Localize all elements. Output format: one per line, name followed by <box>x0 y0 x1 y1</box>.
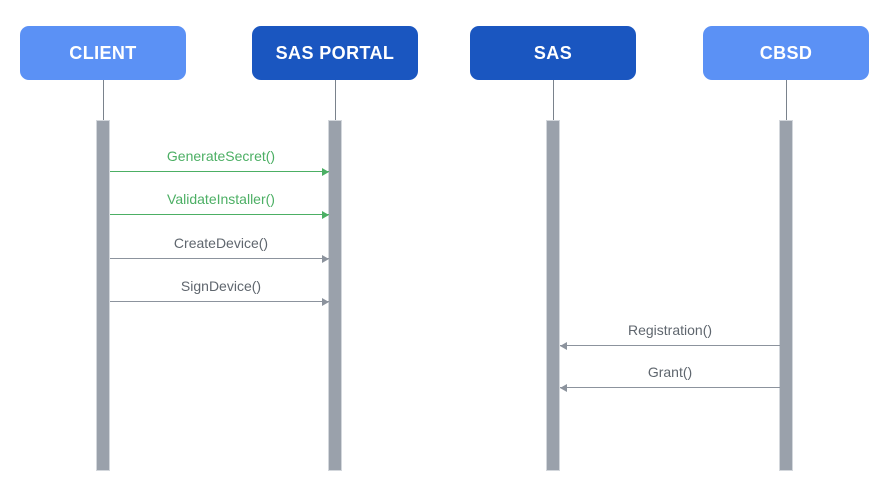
message-label-grant: Grant() <box>647 364 693 380</box>
message-label-validate-installer: ValidateInstaller() <box>167 191 275 207</box>
lifeline-client <box>103 80 104 120</box>
message-arrowhead-sign-device <box>322 297 329 306</box>
message-line-create-device <box>110 258 329 259</box>
activation-bar-sas-portal <box>328 120 342 471</box>
message-line-registration <box>560 345 780 346</box>
actor-box-sas-portal[interactable]: SAS PORTAL <box>252 26 418 80</box>
actor-box-sas[interactable]: SAS <box>470 26 636 80</box>
message-arrowhead-create-device <box>322 254 329 263</box>
lifeline-cbsd <box>786 80 787 120</box>
message-line-grant <box>560 387 780 388</box>
activation-bar-cbsd <box>779 120 793 471</box>
actor-box-client[interactable]: CLIENT <box>20 26 186 80</box>
message-arrowhead-validate-installer <box>322 210 329 219</box>
message-line-generate-secret <box>110 171 329 172</box>
message-line-validate-installer <box>110 214 329 215</box>
activation-bar-sas <box>546 120 560 471</box>
message-label-sign-device: SignDevice() <box>180 278 262 294</box>
message-label-generate-secret: GenerateSecret() <box>166 148 276 164</box>
message-arrowhead-registration <box>560 341 567 350</box>
message-arrowhead-grant <box>560 383 567 392</box>
message-line-sign-device <box>110 301 329 302</box>
message-label-create-device: CreateDevice() <box>173 235 269 251</box>
lifeline-sas <box>553 80 554 120</box>
message-arrowhead-generate-secret <box>322 167 329 176</box>
activation-bar-client <box>96 120 110 471</box>
message-label-registration: Registration() <box>627 322 713 338</box>
lifeline-sas-portal <box>335 80 336 120</box>
actor-box-cbsd[interactable]: CBSD <box>703 26 869 80</box>
